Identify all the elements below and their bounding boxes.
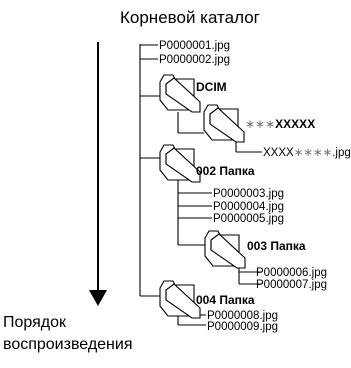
dcim-subfolder-icon xyxy=(203,104,245,143)
dcim-folder-label: DCIM xyxy=(196,80,227,94)
folder-003-file-2: P0000007.jpg xyxy=(256,279,327,291)
folder-004-icon xyxy=(159,280,201,319)
dcim-folder-icon xyxy=(159,74,201,113)
root-file-1: P0000001.jpg xyxy=(159,40,230,52)
dcim-subfolder-name: XXXXX xyxy=(275,117,315,131)
folder-002-file-1: P0000003.jpg xyxy=(213,188,284,200)
playback-order-arrow xyxy=(89,42,107,306)
root-directory-title: Корневой каталог xyxy=(120,8,260,27)
folder-002-label: 002 Папка xyxy=(196,164,255,178)
folder-004-label: 004 Папка xyxy=(196,293,255,307)
folder-002-file-2: P0000004.jpg xyxy=(213,201,284,213)
dcim-subfolder-label: ∗∗∗XXXXX xyxy=(245,117,315,131)
folder-003-file-1: P0000006.jpg xyxy=(256,267,327,279)
folder-002-file-3: P0000005.jpg xyxy=(213,213,284,225)
folder-003-icon xyxy=(204,230,246,269)
folder-004-file-1: P0000008.jpg xyxy=(207,310,278,322)
folder-004-file-2: P0000009.jpg xyxy=(207,321,278,333)
root-file-2: P0000002.jpg xyxy=(159,54,230,66)
folder-003-label: 003 Папка xyxy=(247,239,306,253)
dcim-subfolder-stars: ∗∗∗ xyxy=(245,117,275,131)
tree-lines xyxy=(139,44,262,326)
folder-002-icon xyxy=(159,144,201,183)
playback-order-label-line2: воспроизведения xyxy=(3,336,133,353)
dcim-file: XXXX∗∗∗∗.jpg xyxy=(263,147,351,159)
playback-order-label-line1: Порядок xyxy=(3,314,67,331)
